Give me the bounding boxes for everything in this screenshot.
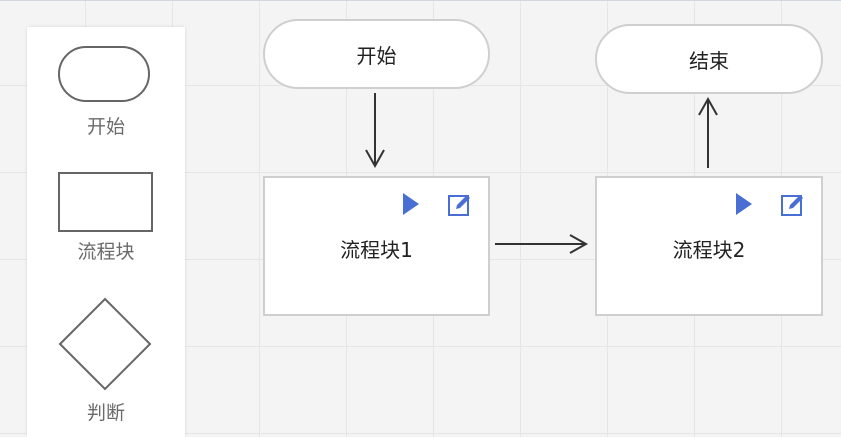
- node-label: 结束: [689, 48, 729, 73]
- palette-item-label: 开始: [86, 116, 125, 138]
- palette-item-start[interactable]: 开始: [27, 27, 185, 157]
- arrowhead: [365, 149, 385, 169]
- node-block1[interactable]: 流程块1: [263, 176, 490, 316]
- top-border: [0, 0, 841, 1]
- palette-item-label: 流程块: [77, 241, 135, 263]
- decision-shape-icon: [58, 297, 152, 391]
- node-block2[interactable]: 流程块2: [595, 176, 823, 316]
- process-shape-icon: [58, 172, 153, 232]
- node-end[interactable]: 结束: [595, 24, 823, 94]
- shape-palette: 开始 流程块 判断: [27, 27, 185, 437]
- palette-item-process[interactable]: 流程块: [27, 157, 185, 287]
- edit-icon[interactable]: [780, 192, 806, 218]
- edit-icon[interactable]: [447, 192, 473, 218]
- play-icon[interactable]: [735, 192, 753, 216]
- node-label: 流程块1: [340, 238, 413, 262]
- play-icon[interactable]: [402, 192, 420, 216]
- node-label: 流程块2: [672, 238, 746, 262]
- terminal-shape-icon: [58, 46, 150, 102]
- palette-item-decision[interactable]: 判断: [27, 287, 185, 437]
- arrowhead: [698, 96, 718, 116]
- node-label: 开始: [356, 43, 397, 68]
- palette-item-label: 判断: [86, 402, 125, 424]
- arrowhead: [569, 234, 589, 254]
- node-start[interactable]: 开始: [263, 19, 490, 89]
